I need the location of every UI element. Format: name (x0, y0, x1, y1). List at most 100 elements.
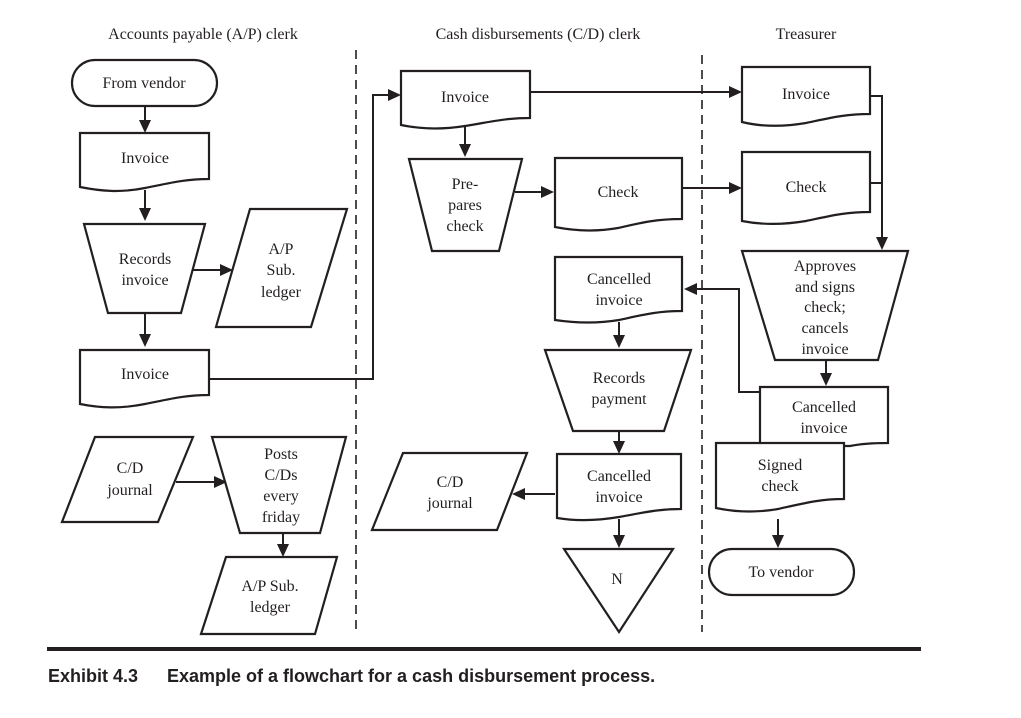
node-to-vendor[interactable]: To vendor (707, 547, 856, 597)
node-label: every (263, 488, 299, 505)
node-prepares-check[interactable]: Pre- pares check (407, 157, 524, 253)
node-label: pares (448, 197, 482, 214)
data-shape (370, 451, 529, 532)
node-label: check (761, 478, 798, 495)
arrowhead (220, 264, 233, 276)
node-label: invoice (801, 341, 848, 358)
node-tr-check[interactable]: Check (740, 150, 872, 226)
arrowhead (729, 182, 742, 194)
arrowhead (214, 476, 227, 488)
arrowhead (684, 283, 697, 295)
node-cd-check[interactable]: Check (553, 156, 684, 232)
node-signed-check[interactable]: Signed check (714, 441, 846, 513)
node-label: Check (786, 179, 827, 196)
arrowheads (139, 86, 888, 557)
node-label: Cancelled (587, 271, 651, 288)
arrowhead (820, 373, 832, 386)
node-label: ledger (250, 599, 291, 616)
node-posts-cds[interactable]: Posts C/Ds every friday (210, 435, 348, 535)
data-shape (199, 555, 339, 636)
arrowhead (613, 335, 625, 348)
node-label: C/Ds (265, 467, 298, 484)
data-shape (60, 435, 195, 524)
node-label: Invoice (121, 150, 169, 167)
arrowhead (139, 120, 151, 133)
document-shape (78, 131, 211, 193)
node-ap-sub-ledger-1[interactable]: A/P Sub. ledger (214, 207, 349, 329)
node-label: A/P Sub. (241, 578, 298, 595)
node-label: and signs (795, 279, 855, 296)
node-label: ledger (261, 284, 302, 301)
node-label: Approves (794, 258, 856, 275)
node-label: check; (804, 299, 846, 316)
caption-text: Example of a flowchart for a cash disbur… (167, 666, 655, 686)
offline-storage-shape (561, 547, 676, 635)
node-label: Invoice (782, 86, 830, 103)
node-label: journal (106, 482, 153, 499)
edge-invoice-to-cd-invoice (210, 94, 392, 380)
manual-operation-shape (82, 222, 207, 315)
node-label: C/D (117, 460, 144, 477)
node-ap-invoice-1[interactable]: Invoice (78, 131, 211, 193)
arrowhead (729, 86, 742, 98)
node-cd-journal-1[interactable]: C/D journal (60, 435, 195, 524)
connectors (144, 91, 883, 550)
manual-operation-shape (740, 249, 910, 362)
arrowhead (541, 186, 554, 198)
node-records-invoice[interactable]: Records invoice (82, 222, 207, 315)
arrowhead (613, 441, 625, 454)
node-tr-cancelled-invoice[interactable]: Cancelled invoice (758, 385, 890, 448)
node-cd-invoice[interactable]: Invoice (399, 69, 532, 130)
manual-operation-shape (543, 348, 693, 433)
document-shape (740, 65, 872, 127)
node-label: Cancelled (587, 468, 651, 485)
node-label: Sub. (267, 262, 296, 279)
node-cd-cancelled-invoice-2[interactable]: Cancelled invoice (555, 452, 683, 522)
arrowhead (139, 208, 151, 221)
node-cd-cancelled-invoice-1[interactable]: Cancelled invoice (553, 255, 684, 324)
node-label: Records (119, 251, 171, 268)
node-approves[interactable]: Approves and signs check; cancels invoic… (740, 249, 910, 362)
node-label: C/D (437, 474, 464, 491)
data-shape (214, 207, 349, 329)
document-shape (555, 452, 683, 522)
node-label: Check (598, 184, 639, 201)
node-label: Invoice (121, 366, 169, 383)
node-label: friday (262, 509, 300, 526)
node-label: To vendor (748, 564, 814, 581)
document-shape (758, 385, 890, 448)
node-tr-invoice[interactable]: Invoice (740, 65, 872, 127)
caption-number: Exhibit 4.3 (48, 666, 138, 686)
node-offline-file[interactable]: N (561, 547, 676, 635)
node-label: A/P (269, 241, 294, 258)
arrowhead (876, 237, 888, 250)
lane-header-treasurer: Treasurer (776, 26, 837, 43)
node-label: Cancelled (792, 399, 856, 416)
node-label: Invoice (441, 89, 489, 106)
node-cd-journal-2[interactable]: C/D journal (370, 451, 529, 532)
edge-tr-invoice-to-approves (870, 95, 883, 241)
node-label: From vendor (102, 75, 186, 92)
node-label: cancels (801, 320, 848, 337)
document-shape (78, 348, 211, 409)
arrowhead (388, 89, 401, 101)
document-shape (740, 150, 872, 226)
arrowhead (512, 488, 525, 500)
node-label: invoice (800, 420, 847, 437)
document-shape (714, 441, 846, 513)
arrowhead (459, 144, 471, 157)
document-shape (553, 255, 684, 324)
node-from-vendor[interactable]: From vendor (70, 58, 219, 108)
manual-operation-shape (210, 435, 348, 535)
node-label: Posts (264, 446, 298, 463)
arrowhead (139, 334, 151, 347)
node-label: N (611, 571, 623, 588)
lane-header-ap-clerk: Accounts payable (A/P) clerk (108, 26, 298, 43)
node-label: invoice (595, 489, 642, 506)
node-ap-sub-ledger-2[interactable]: A/P Sub. ledger (199, 555, 339, 636)
node-label: Pre- (452, 176, 479, 193)
lane-header-cd-clerk: Cash disbursements (C/D) clerk (436, 26, 641, 43)
node-ap-invoice-2[interactable]: Invoice (78, 348, 211, 409)
node-records-payment[interactable]: Records payment (543, 348, 693, 433)
